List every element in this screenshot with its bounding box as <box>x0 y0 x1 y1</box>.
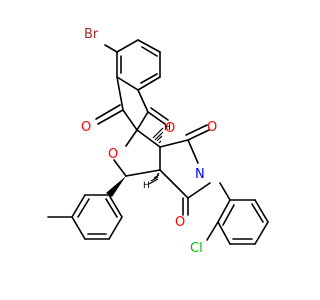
bond <box>185 124 208 136</box>
oxygen-label: O <box>108 147 118 162</box>
bond <box>108 216 123 240</box>
wedge-bond <box>106 176 126 197</box>
bond <box>125 129 138 147</box>
bond <box>137 76 161 91</box>
bond <box>206 221 219 241</box>
atom-labels: Br O O O O N O Cl H H <box>81 27 217 256</box>
bond <box>136 111 149 131</box>
bond <box>122 109 138 131</box>
bond <box>159 139 189 148</box>
bond <box>137 89 149 113</box>
bond <box>147 111 166 125</box>
oxygen-label: O <box>81 120 91 135</box>
hydrogen-label: H <box>143 181 150 191</box>
nitrogen-label: N <box>195 167 205 182</box>
bromine-label: Br <box>84 27 99 42</box>
chemical-structure-diagram: Br O O O O N O Cl H H <box>47 27 269 256</box>
bond <box>254 199 269 223</box>
bond <box>187 182 211 199</box>
bond <box>217 199 231 223</box>
bond <box>116 39 139 53</box>
bond <box>187 139 199 164</box>
oxygen-label: O <box>207 120 217 135</box>
bond <box>108 194 123 218</box>
bond <box>136 129 161 148</box>
bond <box>116 76 124 111</box>
hydrogen-label: H <box>164 123 171 133</box>
oxygen-label: O <box>165 121 175 136</box>
bond <box>137 39 161 53</box>
bond <box>77 198 90 218</box>
bond <box>150 107 169 121</box>
bond <box>254 221 269 245</box>
bond <box>141 46 158 57</box>
bond <box>105 198 118 218</box>
bond <box>71 194 86 218</box>
bond <box>95 104 121 120</box>
bond <box>187 129 210 141</box>
structure-canvas: Br O O O O N O Cl H H <box>47 27 269 256</box>
bond <box>217 221 231 245</box>
bond <box>219 182 231 201</box>
bond <box>251 203 264 223</box>
bond <box>113 159 127 177</box>
bond <box>97 109 124 125</box>
bond <box>125 169 161 177</box>
bond <box>222 204 235 226</box>
oxygen-label: O <box>175 215 185 230</box>
bond <box>159 169 189 199</box>
bond-lines <box>47 39 269 245</box>
stereo-bonds <box>106 127 164 197</box>
hash-bond-bottom <box>148 172 160 185</box>
bond <box>116 76 139 91</box>
hash-bond-top <box>152 127 164 144</box>
chlorine-label: Cl <box>190 241 203 256</box>
bond <box>104 44 118 53</box>
bond <box>71 216 86 240</box>
bond <box>140 73 158 84</box>
